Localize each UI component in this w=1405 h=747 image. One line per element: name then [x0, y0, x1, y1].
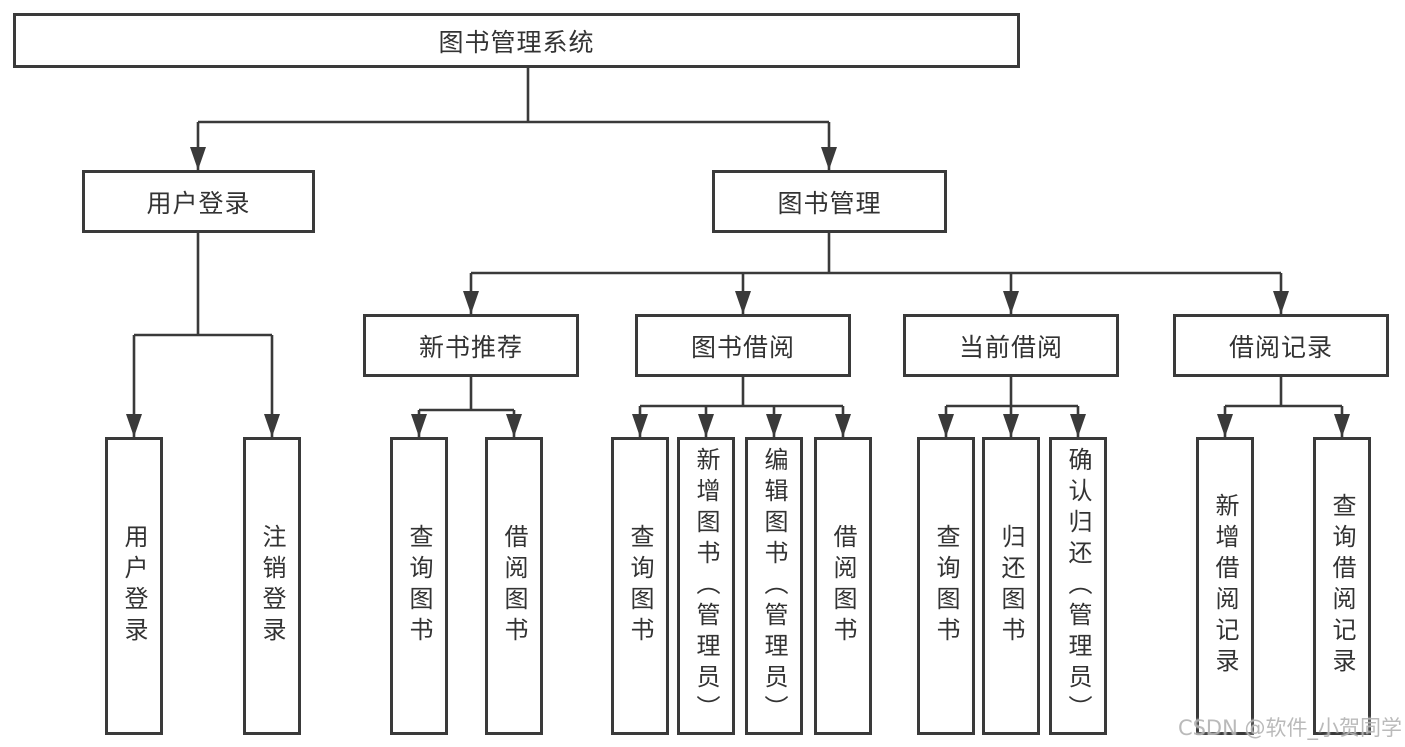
leaf-add-borrow-record: 新增借阅记录 — [1196, 437, 1254, 735]
node-book-management: 图书管理 — [712, 170, 947, 233]
leaf-borrow-books-recommend: 借阅图书 — [485, 437, 543, 735]
leaf-label: 新增借阅记录 — [1211, 493, 1239, 679]
leaf-label: 用户登录 — [120, 524, 148, 648]
leaf-label: 查询借阅记录 — [1328, 493, 1356, 679]
leaf-label: 查询图书 — [626, 524, 654, 648]
leaf-label: 注销登录 — [258, 524, 286, 648]
leaf-query-borrow-record: 查询借阅记录 — [1313, 437, 1371, 735]
connector-root-branch — [198, 68, 829, 124]
leaf-add-book-admin: 新增图书（管理员） — [677, 437, 735, 735]
leaf-label: 查询图书 — [405, 524, 433, 648]
leaf-return-books: 归还图书 — [982, 437, 1040, 735]
connector-user-login-branch — [134, 233, 272, 337]
leaf-query-books-current: 查询图书 — [917, 437, 975, 735]
leaf-label: 借阅图书 — [829, 524, 857, 648]
node-book-borrowing: 图书借阅 — [635, 314, 851, 377]
leaf-edit-book-admin: 编辑图书（管理员） — [745, 437, 803, 735]
leaf-query-books-borrowing: 查询图书 — [611, 437, 669, 735]
connector-book-borrow-branch — [640, 377, 843, 408]
leaf-label: 查询图书 — [932, 524, 960, 648]
leaf-label: 借阅图书 — [500, 524, 528, 648]
leaf-label: 确认归还（管理员） — [1064, 446, 1092, 726]
leaf-borrow-books-borrowing: 借阅图书 — [814, 437, 872, 735]
connector-borrow-records-branch — [1225, 377, 1342, 408]
leaf-label: 归还图书 — [997, 524, 1025, 648]
leaf-confirm-return-admin: 确认归还（管理员） — [1049, 437, 1107, 735]
connector-current-borrow-branch — [946, 377, 1078, 408]
connector-book-management-branch — [471, 233, 1281, 275]
leaf-label: 编辑图书（管理员） — [760, 446, 788, 726]
node-user-login: 用户登录 — [82, 170, 315, 233]
leaf-user-login: 用户登录 — [105, 437, 163, 735]
connector-new-book-branch — [419, 377, 514, 412]
node-borrowing-records: 借阅记录 — [1173, 314, 1389, 377]
leaf-label: 新增图书（管理员） — [692, 446, 720, 726]
csdn-watermark: CSDN @软件_小贺同学 — [1177, 716, 1402, 740]
node-current-borrowing: 当前借阅 — [903, 314, 1119, 377]
node-new-book-recommend: 新书推荐 — [363, 314, 579, 377]
leaf-logout: 注销登录 — [243, 437, 301, 735]
leaf-query-books-recommend: 查询图书 — [390, 437, 448, 735]
node-library-management-system: 图书管理系统 — [13, 13, 1020, 68]
